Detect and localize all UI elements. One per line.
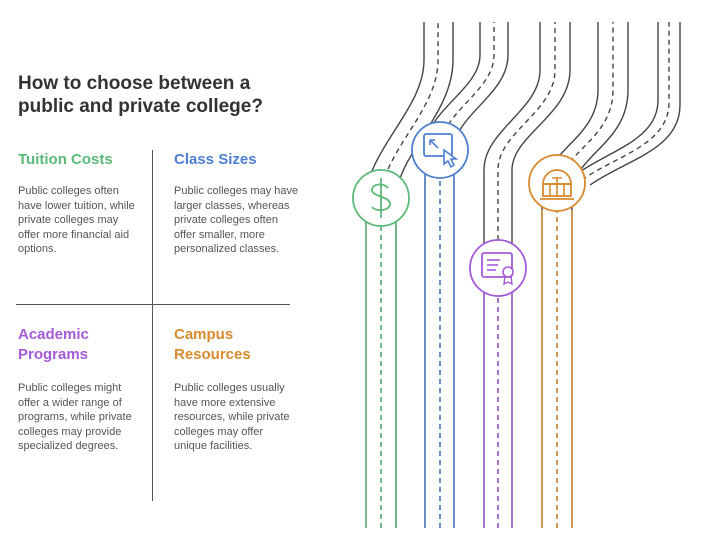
background-roads — [574, 22, 681, 186]
campus-resources-heading: Campus Resources — [174, 326, 251, 363]
vertical-divider — [152, 150, 153, 501]
page-title: How to choose between a public and priva… — [18, 73, 263, 117]
class-sizes-heading: Class Sizes — [174, 151, 257, 168]
campus-resources-text: Public colleges usually have more extens… — [174, 382, 290, 453]
expand-pointer-icon — [411, 121, 469, 179]
class-sizes-card: Class Sizes Public colleges may have lar… — [174, 150, 299, 257]
class-sizes-text: Public colleges may have larger classes,… — [174, 185, 299, 256]
horizontal-divider — [16, 304, 290, 305]
academic-programs-text: Public colleges might offer a wider rang… — [18, 382, 132, 453]
campus-road — [541, 22, 629, 528]
certificate-icon — [469, 239, 527, 297]
tuition-costs-text: Public colleges often have lower tuition… — [18, 185, 135, 256]
tuition-costs-heading: Tuition Costs — [18, 151, 113, 168]
dollar-icon — [352, 169, 410, 227]
tuition-costs-card: Tuition Costs Public colleges often have… — [18, 150, 143, 257]
academic-programs-heading: Academic Programs — [18, 326, 89, 363]
academic-programs-card: Academic Programs Public colleges might … — [18, 325, 143, 454]
academic-road — [483, 22, 571, 528]
building-icon — [528, 154, 586, 212]
campus-resources-card: Campus Resources Public colleges usually… — [174, 325, 299, 454]
